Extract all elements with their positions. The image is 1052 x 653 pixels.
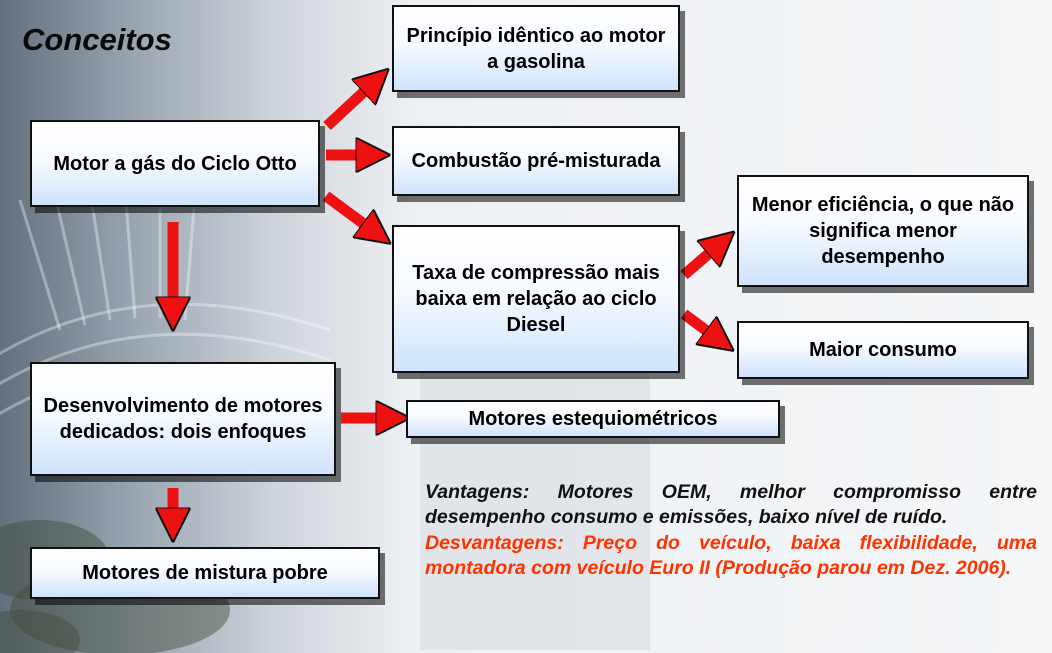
box-motores-estequiometricos-label: Motores estequiométricos [468, 408, 718, 430]
desvantagens-text: Desvantagens: Preço do veículo, baixa fl… [425, 531, 1037, 580]
box-motor-gas-ciclo-otto: Motor a gás do Ciclo Otto [30, 120, 320, 207]
vantagens-text: Vantagens: Motores OEM, melhor compromis… [425, 481, 1037, 529]
box-combustao-pre-misturada: Combustão pré-misturada [392, 126, 680, 196]
box-principio-identico: Princípio idêntico ao motor a gasolina [392, 5, 680, 92]
box-motores-mistura-pobre: Motores de mistura pobre [30, 547, 380, 599]
box-menor-eficiencia: Menor eficiência, o que não significa me… [737, 175, 1029, 287]
box-principio-identico-label: Princípio idêntico ao motor a gasolina [406, 24, 666, 73]
box-motores-mistura-pobre-label: Motores de mistura pobre [82, 562, 328, 584]
box-taxa-de-compressao-label: Taxa de compressão mais baixa em relação… [412, 262, 660, 336]
box-menor-eficiencia-label: Menor eficiência, o que não significa me… [751, 194, 1015, 268]
box-maior-consumo: Maior consumo [737, 321, 1029, 379]
slide-title: Conceitos [22, 22, 172, 57]
box-taxa-de-compressao: Taxa de compressão mais baixa em relação… [392, 225, 680, 373]
notes-block: Vantagens: Motores OEM, melhor compromis… [425, 480, 1037, 581]
box-desenvolvimento-motores-label: Desenvolvimento de motores dedicados: do… [43, 395, 323, 443]
box-maior-consumo-label: Maior consumo [809, 339, 957, 361]
box-desenvolvimento-motores: Desenvolvimento de motores dedicados: do… [30, 362, 336, 476]
box-motores-estequiometricos: Motores estequiométricos [406, 400, 780, 438]
box-motor-gas-ciclo-otto-label: Motor a gás do Ciclo Otto [53, 152, 297, 175]
box-combustao-pre-misturada-label: Combustão pré-misturada [411, 150, 661, 172]
